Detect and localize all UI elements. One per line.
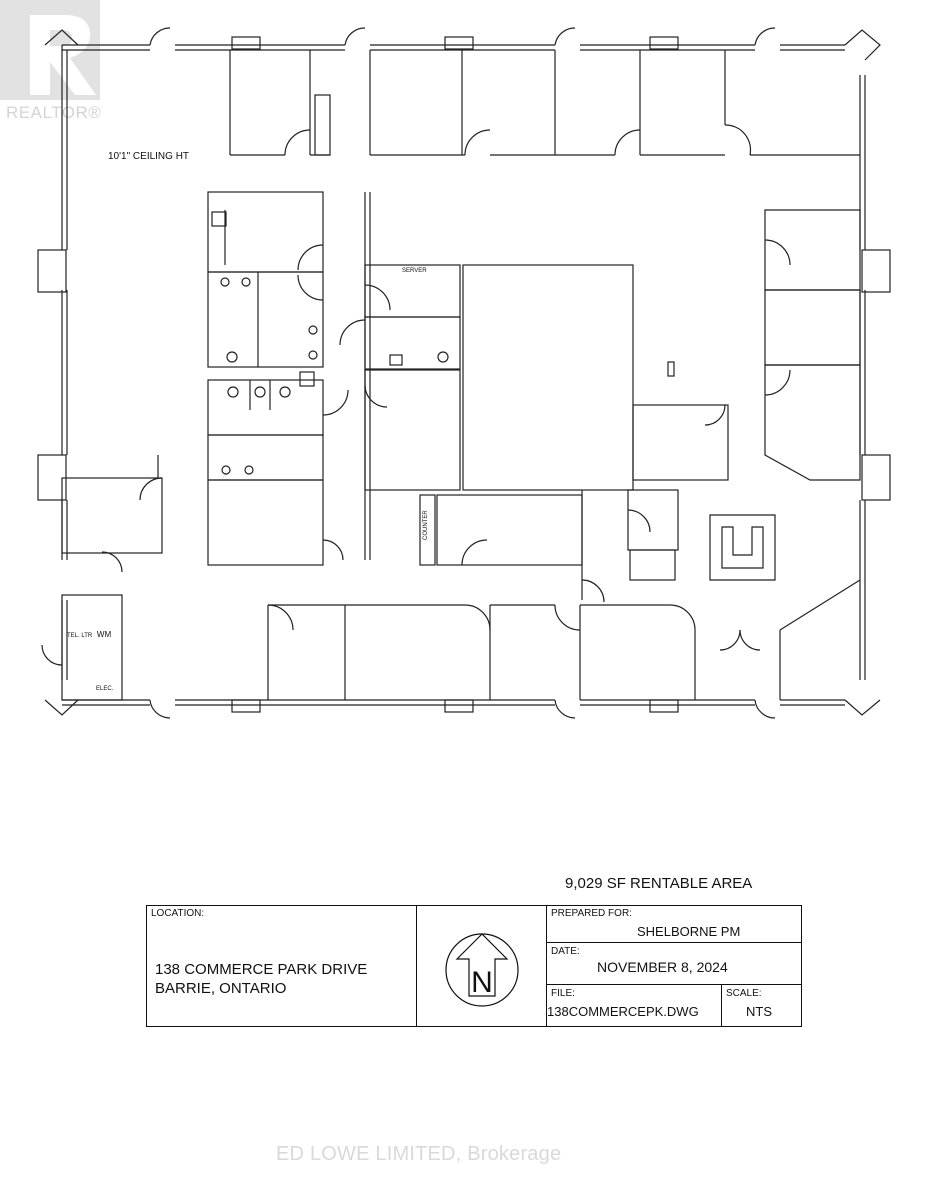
- server-room-label: SERVER: [402, 268, 427, 274]
- right-offices: [627, 209, 861, 581]
- north-letter: N: [471, 966, 493, 999]
- prepared-for-label: PREPARED FOR:: [551, 908, 632, 919]
- location-label: LOCATION:: [151, 908, 205, 919]
- file-label: FILE:: [551, 988, 575, 999]
- rentable-area: 9,029 SF RENTABLE AREA: [565, 875, 753, 892]
- scale-value: NTS: [746, 1004, 772, 1019]
- wm-text: WM: [96, 630, 112, 639]
- address-line-1: 138 COMMERCE PARK DRIVE: [155, 961, 368, 978]
- file-cell: FILE: 138COMMERCEPK.DWG: [547, 985, 722, 1026]
- top-offices: [149, 27, 860, 156]
- left-rooms: [41, 455, 163, 701]
- counter-label: COUNTER: [423, 510, 429, 540]
- north-arrow-icon: N: [445, 933, 519, 1007]
- address-line-2: BARRIE, ONTARIO: [155, 980, 287, 997]
- prepared-for-value: SHELBORNE PM: [637, 924, 741, 939]
- central-rooms: [207, 192, 634, 566]
- title-block: LOCATION: 138 COMMERCE PARK DRIVE BARRIE…: [146, 905, 802, 1027]
- date-value: NOVEMBER 8, 2024: [597, 959, 728, 975]
- tel-ltr-text: TEL. LTR: [67, 633, 93, 639]
- tel-ltr-label: TEL. LTR WM: [67, 630, 111, 639]
- floor-plan: [37, 27, 891, 719]
- north-arrow-cell: N: [417, 906, 547, 1026]
- scale-label: SCALE:: [726, 988, 762, 999]
- file-value: 138COMMERCEPK.DWG: [547, 1004, 699, 1019]
- brokerage-watermark: ED LOWE LIMITED, Brokerage: [276, 1143, 562, 1165]
- date-label: DATE:: [551, 946, 580, 957]
- corner-bays: [37, 29, 891, 716]
- bottom-offices: [149, 490, 861, 719]
- scale-cell: SCALE: NTS: [722, 985, 801, 1026]
- prepared-for-cell: PREPARED FOR: SHELBORNE PM: [547, 906, 801, 943]
- location-cell: LOCATION: 138 COMMERCE PARK DRIVE BARRIE…: [147, 906, 417, 1026]
- ceiling-height-label: 10'1" CEILING HT: [108, 151, 190, 162]
- washroom-core: [207, 191, 449, 481]
- elec-label: ELEC.: [96, 686, 114, 692]
- realtor-logo-text: REALTOR®: [6, 103, 102, 122]
- date-cell: DATE: NOVEMBER 8, 2024: [547, 943, 801, 985]
